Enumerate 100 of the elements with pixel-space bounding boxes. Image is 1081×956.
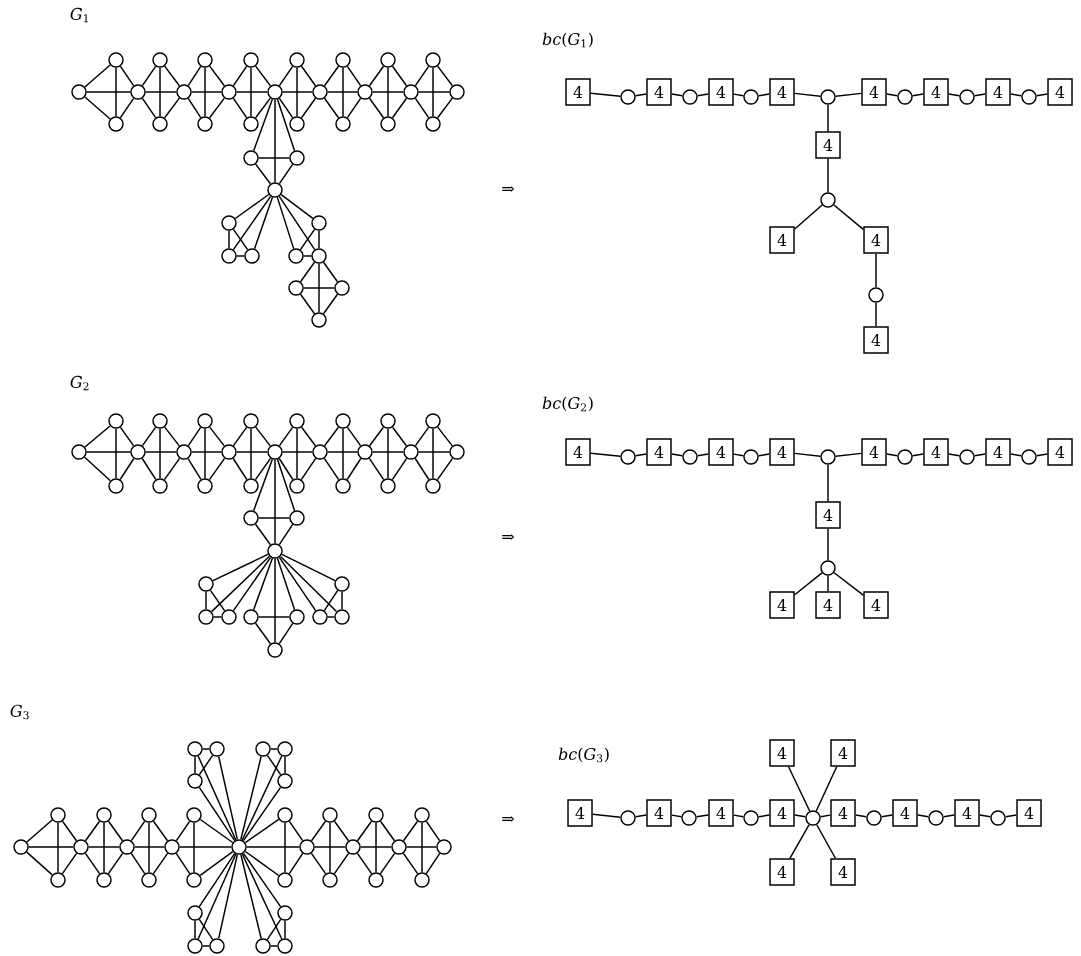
graph-edge <box>733 93 745 97</box>
graph-edge <box>61 852 78 875</box>
vertex-circle <box>277 872 293 888</box>
vertex-circle <box>743 449 759 465</box>
vertex-circle <box>380 413 396 429</box>
graph-edge <box>217 853 239 940</box>
vertex-circle <box>436 839 452 855</box>
graph-edge <box>733 814 745 818</box>
graph-edge <box>274 558 276 643</box>
vertex-circle <box>311 215 327 231</box>
vertex-circle <box>277 905 293 921</box>
graph-edge <box>284 756 286 774</box>
graph-edge <box>418 91 450 93</box>
vertex-circle <box>868 287 884 303</box>
vertex-circle <box>209 938 225 954</box>
vertex-circle <box>449 444 465 460</box>
vertex-circle <box>152 116 168 132</box>
graph-edge <box>119 65 135 87</box>
vertex-circle <box>187 938 203 954</box>
graph-edge <box>827 528 829 561</box>
graph-edge <box>252 98 274 152</box>
vertex-circle <box>403 444 419 460</box>
graph-edge <box>323 589 339 612</box>
graph-edge <box>288 820 304 842</box>
graph-edge <box>278 97 294 119</box>
vertex-circle <box>243 478 259 494</box>
graph-edge <box>187 426 202 447</box>
graph-edge <box>145 451 177 453</box>
graph-edge <box>119 457 135 481</box>
graph-edge <box>86 91 131 93</box>
graph-edge <box>300 426 317 447</box>
vertex-circle <box>334 609 350 625</box>
block-box: 4 <box>1047 438 1073 466</box>
graph-edge <box>391 97 408 119</box>
vertex-circle <box>322 807 338 823</box>
block-box: 4 <box>954 799 980 827</box>
graph-edge <box>590 452 622 457</box>
vertex-circle <box>209 741 225 757</box>
graph-edge <box>266 754 282 776</box>
vertex-circle <box>897 89 913 105</box>
graph-edge <box>276 458 296 512</box>
vertex-circle <box>255 938 271 954</box>
graph-edge <box>232 426 248 447</box>
graph-edge <box>213 616 222 618</box>
vertex-circle <box>186 807 202 823</box>
block-box: 4 <box>646 78 672 106</box>
vertex-circle <box>820 192 836 208</box>
vertex-circle <box>959 89 975 105</box>
vertex-circle <box>267 84 283 100</box>
graph-edge <box>819 814 831 818</box>
vertex-circle <box>73 839 89 855</box>
graph-edge <box>83 456 112 482</box>
graph-edge <box>254 523 272 546</box>
vertex-circle <box>108 478 124 494</box>
graph-edge <box>432 428 434 479</box>
graph-edge <box>333 820 350 842</box>
block-box: 4 <box>769 739 795 767</box>
vertex-circle <box>152 478 168 494</box>
vertex-circle <box>96 807 112 823</box>
graph-edge <box>84 820 101 842</box>
graph-edge <box>84 425 111 448</box>
graph-edge <box>875 253 877 288</box>
graph-edge <box>86 451 131 453</box>
block-box: 4 <box>815 591 841 619</box>
graph-edge <box>234 193 270 220</box>
block-box: 4 <box>769 226 795 254</box>
graph-edge <box>193 822 195 873</box>
vertex-circle <box>119 839 135 855</box>
graph-edge <box>240 853 262 940</box>
graph-edge <box>276 98 296 152</box>
graph-edge <box>242 786 282 842</box>
vertex-circle <box>897 449 913 465</box>
graph-edge <box>855 814 868 818</box>
graph-edge <box>590 92 622 97</box>
graph-label: G$_{3}$ <box>10 704 29 720</box>
vertex-circle <box>380 478 396 494</box>
graph-edge <box>163 457 181 481</box>
graph-edge <box>57 822 59 873</box>
graph-edge <box>254 457 272 481</box>
graph-edge <box>360 846 392 848</box>
vertex-circle <box>1021 449 1037 465</box>
graph-edge <box>61 820 78 842</box>
graph-edge <box>327 451 358 453</box>
graph-edge <box>436 65 454 87</box>
graph-edge <box>833 204 864 231</box>
graph-edge <box>310 852 327 875</box>
vertex-circle <box>221 215 237 231</box>
vertex-circle <box>243 52 259 68</box>
graph-edge <box>175 852 191 875</box>
graph-edge <box>318 263 320 313</box>
vertex-circle <box>391 839 407 855</box>
graph-edge <box>274 459 276 544</box>
vertex-circle <box>243 609 259 625</box>
graph-edge <box>278 556 317 612</box>
graph-edge <box>194 920 196 939</box>
graph-edge <box>875 302 877 327</box>
vertex-circle <box>71 444 87 460</box>
vertex-circle <box>108 413 124 429</box>
graph-edge <box>310 820 327 842</box>
graph-edge <box>356 820 373 842</box>
